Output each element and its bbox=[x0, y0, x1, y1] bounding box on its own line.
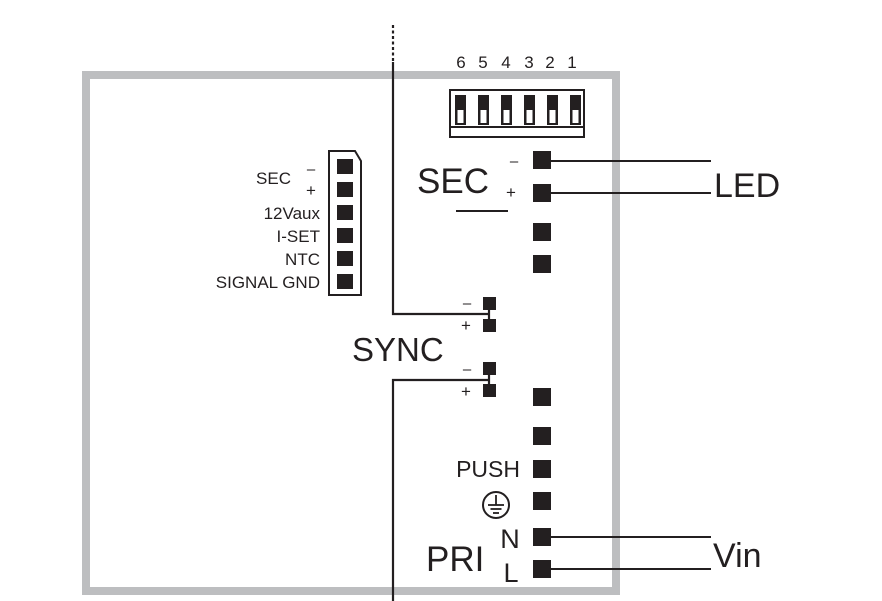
terminal-pin-sec-minus[interactable] bbox=[533, 151, 551, 169]
sync-lower-minus: – bbox=[463, 361, 472, 378]
module-enclosure-frame bbox=[82, 71, 620, 595]
aux-pin-signal-gnd[interactable] bbox=[337, 274, 353, 289]
aux-pin-sec-minus[interactable] bbox=[337, 159, 353, 174]
terminal-pin-n[interactable] bbox=[533, 528, 551, 546]
sync-lower-plus: + bbox=[461, 382, 471, 401]
aux-pin-i-set[interactable] bbox=[337, 228, 353, 243]
dip-switch-body bbox=[449, 89, 585, 138]
aux-pin-sec-plus[interactable] bbox=[337, 182, 353, 197]
dip-number-3: 3 bbox=[524, 53, 533, 72]
aux-label-sec: SEC bbox=[256, 169, 291, 188]
push-label: PUSH bbox=[456, 456, 520, 482]
dip-switch[interactable] bbox=[449, 89, 585, 138]
aux-label-ntc: NTC bbox=[285, 250, 320, 269]
sync-pin-upper-minus[interactable] bbox=[483, 297, 496, 310]
aux-label-signal-gnd: SIGNAL GND bbox=[216, 273, 320, 292]
aux-label-12vaux: 12Vaux bbox=[264, 204, 321, 223]
aux-pin-ntc[interactable] bbox=[337, 251, 353, 266]
sec-label: SEC bbox=[417, 162, 489, 201]
sync-terminals bbox=[483, 297, 496, 397]
terminal-pin-unused-3[interactable] bbox=[533, 388, 551, 406]
terminal-pin-sec-plus[interactable] bbox=[533, 184, 551, 202]
dip-number-1: 1 bbox=[567, 53, 576, 72]
terminal-pin-l[interactable] bbox=[533, 560, 551, 578]
dip-number-5: 5 bbox=[478, 53, 487, 72]
terminal-pin-push[interactable] bbox=[533, 460, 551, 478]
dip-toggle-1[interactable] bbox=[570, 95, 581, 125]
dip-toggle-5[interactable] bbox=[478, 95, 489, 125]
sync-upper-minus: – bbox=[463, 295, 472, 312]
sync-label: SYNC bbox=[352, 331, 444, 368]
dip-toggle-3[interactable] bbox=[524, 95, 535, 125]
dip-toggle-6[interactable] bbox=[455, 95, 466, 125]
aux-connector bbox=[328, 150, 362, 296]
dip-toggle-4[interactable] bbox=[501, 95, 512, 125]
led-output-label: LED bbox=[714, 167, 780, 205]
aux-pin-12vaux[interactable] bbox=[337, 205, 353, 220]
sec-plus-sign: + bbox=[506, 183, 516, 202]
sec-minus-sign: – bbox=[510, 153, 519, 170]
main-terminal-block bbox=[533, 151, 551, 578]
sync-line-lower bbox=[391, 378, 489, 601]
dip-toggle-2[interactable] bbox=[547, 95, 558, 125]
dip-number-4: 4 bbox=[501, 53, 510, 72]
sync-upper-plus: + bbox=[461, 316, 471, 335]
vin-input-label: Vin bbox=[713, 537, 762, 575]
sync-pin-upper-plus[interactable] bbox=[483, 319, 496, 332]
dip-number-6: 6 bbox=[456, 53, 465, 72]
dip-number-2: 2 bbox=[545, 53, 554, 72]
terminal-pin-unused-2[interactable] bbox=[533, 255, 551, 273]
terminal-pin-earth[interactable] bbox=[533, 492, 551, 510]
earth-ground-icon bbox=[482, 491, 510, 519]
terminal-pin-unused-4[interactable] bbox=[533, 427, 551, 445]
dip-switch-numbers: 6 5 4 3 2 1 bbox=[456, 53, 576, 72]
aux-label-iset: I-SET bbox=[277, 227, 320, 246]
aux-label-sec-minus: – bbox=[307, 161, 316, 178]
pri-label: PRI bbox=[426, 540, 484, 579]
sync-line-upper bbox=[391, 62, 489, 316]
sync-pin-lower-plus[interactable] bbox=[483, 384, 496, 397]
terminal-pin-unused-1[interactable] bbox=[533, 223, 551, 241]
aux-label-sec-plus: + bbox=[306, 181, 316, 200]
aux-connector-labels: SEC – + 12Vaux I-SET NTC SIGNAL GND bbox=[216, 161, 321, 292]
n-terminal-label: N bbox=[500, 524, 520, 554]
l-terminal-label: L bbox=[503, 558, 518, 588]
sync-pin-lower-minus[interactable] bbox=[483, 362, 496, 375]
